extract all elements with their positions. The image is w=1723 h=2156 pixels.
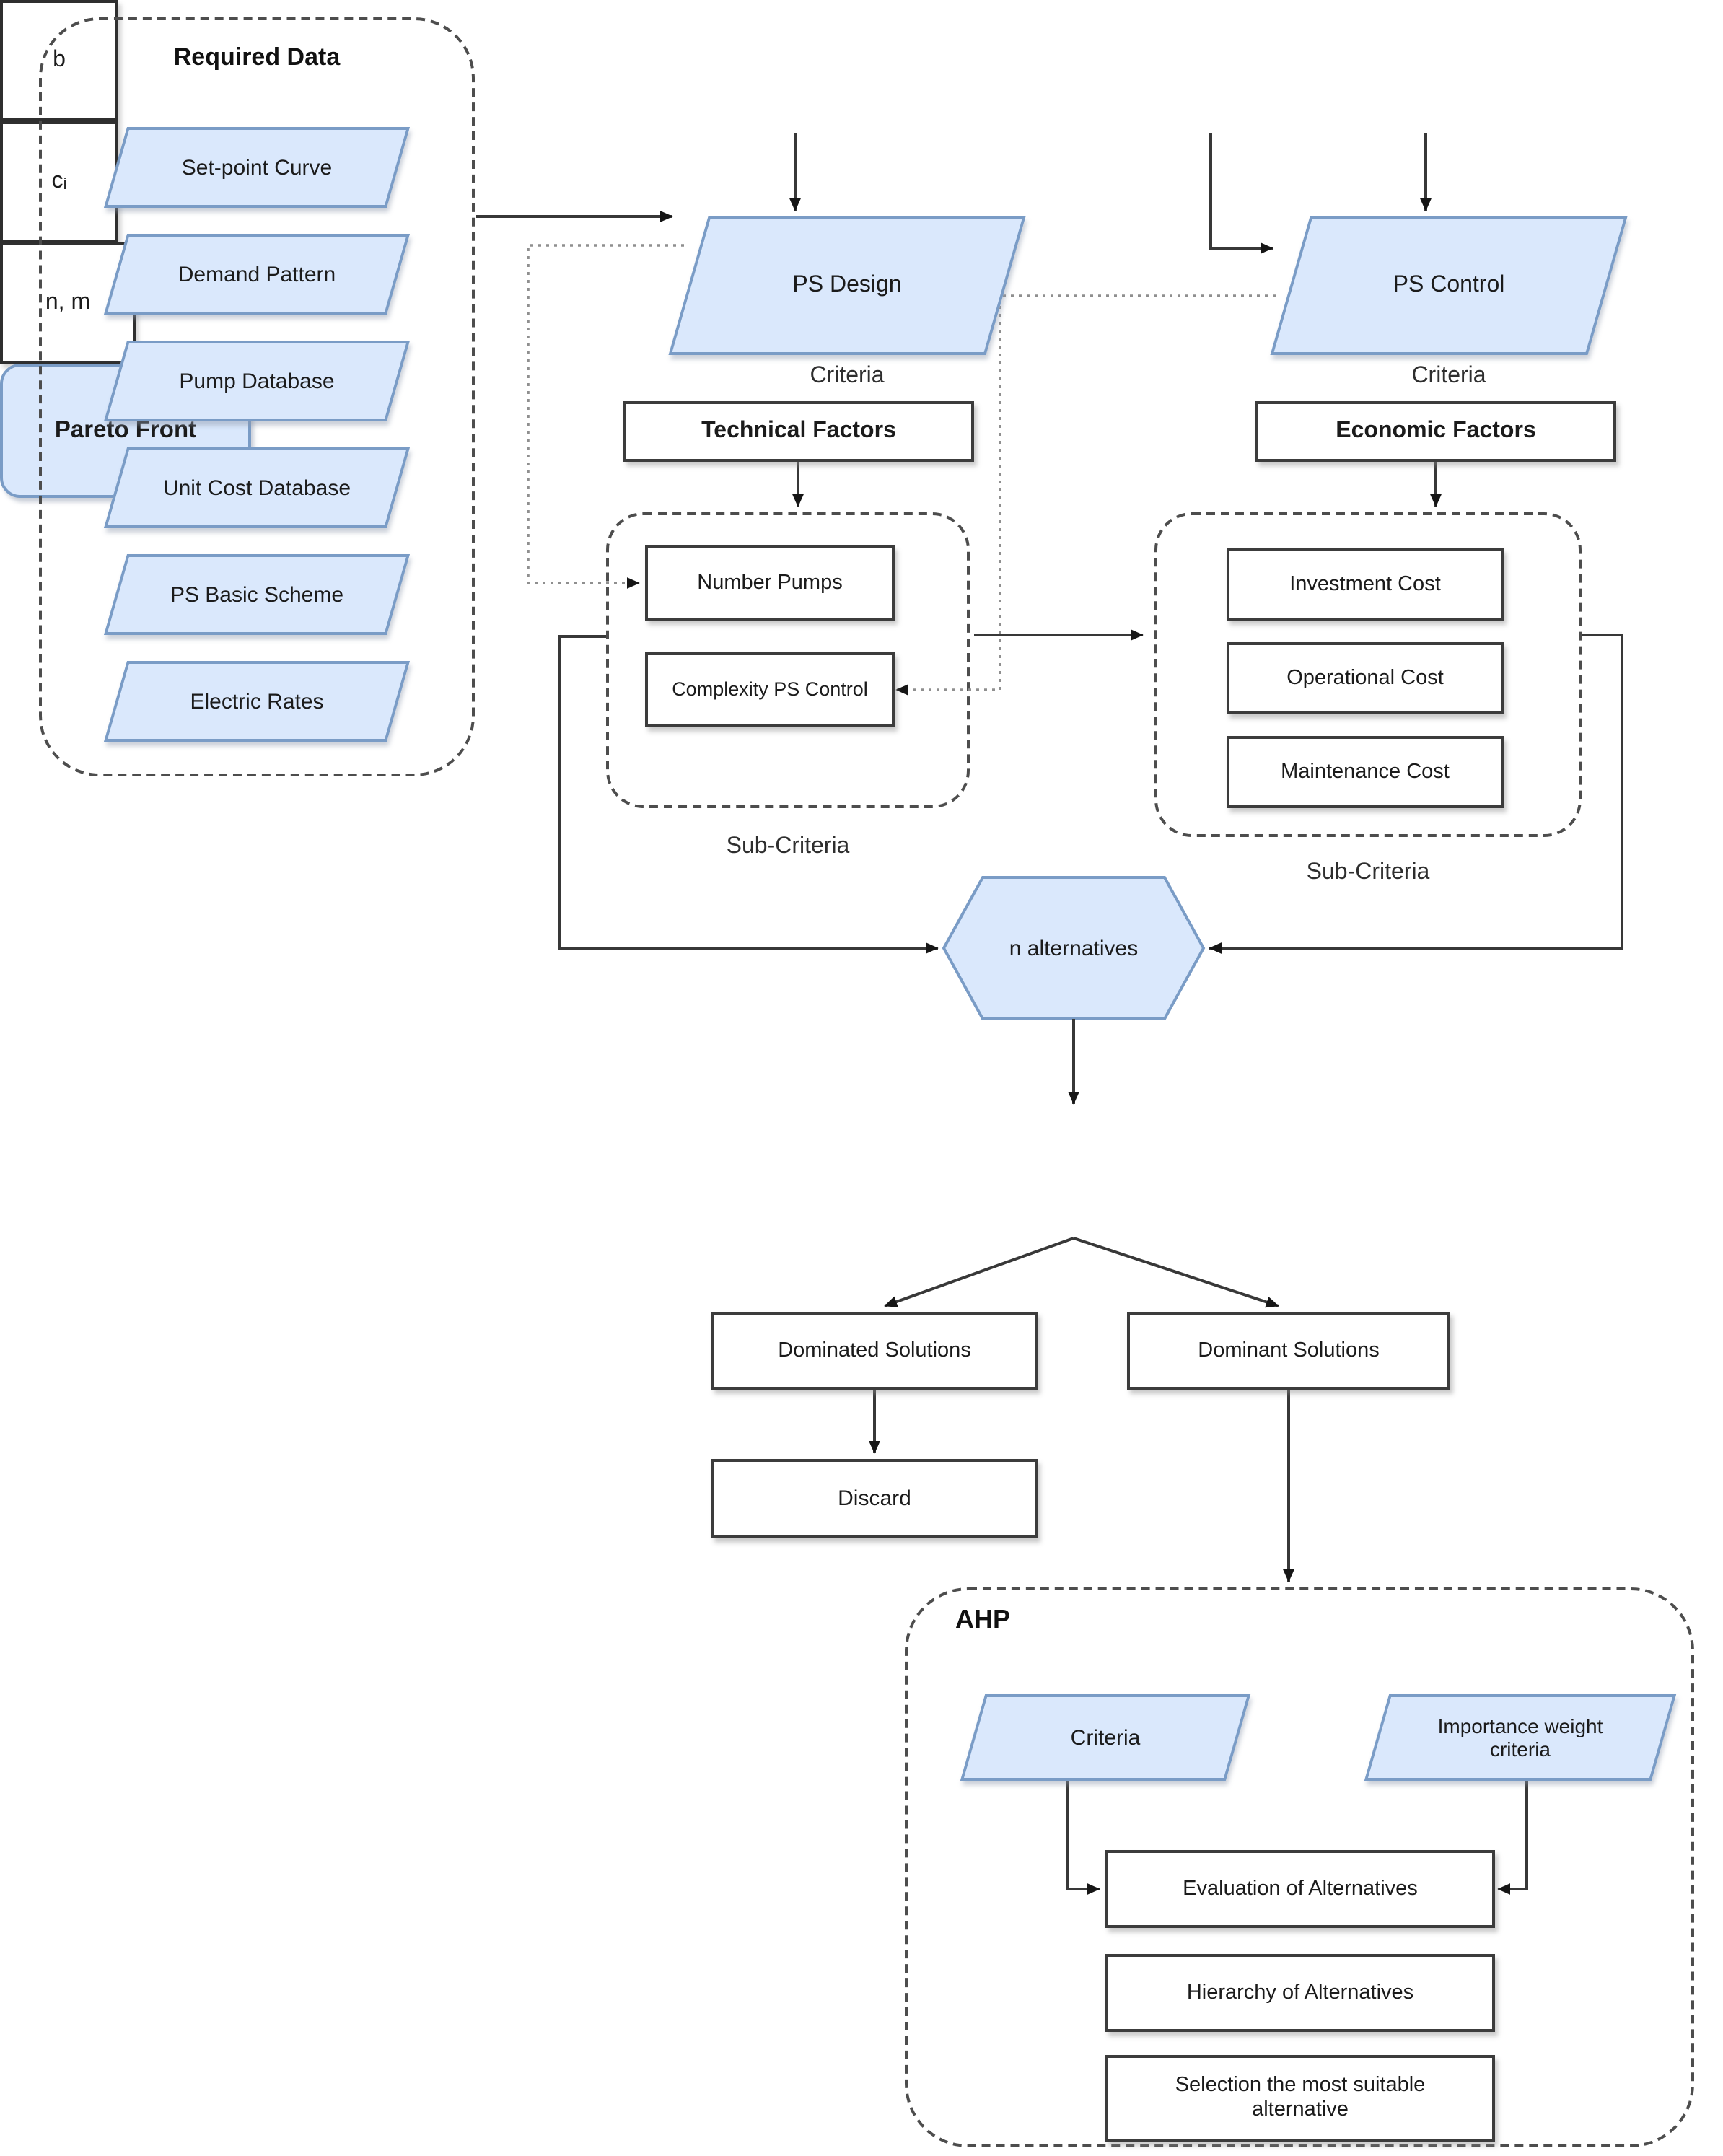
box-evaluation-of-alternatives: Evaluation of Alternatives: [1105, 1850, 1495, 1928]
connector-design-sub-to-alternatives: [558, 635, 939, 954]
connector-weights-to-evaluation: [1497, 1781, 1528, 1895]
design-subcriteria-container: [606, 512, 970, 808]
data-item-set-point-curve: Set-point Curve: [95, 127, 418, 208]
box-hierarchy-of-alternatives: Hierarchy of Alternatives: [1105, 1954, 1495, 2032]
box-investment-cost: Investment Cost: [1227, 548, 1504, 621]
connector-criteria-to-evaluation: [1066, 1781, 1100, 1895]
connector-economic-sub-to-alternatives: [1209, 634, 1623, 954]
feedback-ps-design-to-number-pumps: [527, 244, 684, 589]
box-discard: Discard: [711, 1459, 1038, 1538]
box-technical-factors: Technical Factors: [623, 401, 974, 462]
connector-pareto-to-dominated: [884, 1237, 1074, 1307]
economic-subcriteria-container: [1154, 512, 1582, 837]
connector-ci-to-ps-control: [1209, 133, 1273, 254]
n-alternatives-hexagon: [942, 876, 1206, 1020]
label-subcriteria-design: Sub-Criteria: [726, 834, 850, 859]
node-ps-control: PS Control: [1270, 216, 1628, 355]
box-economic-factors: Economic Factors: [1255, 401, 1616, 462]
box-dominated-solutions: Dominated Solutions: [711, 1312, 1038, 1390]
data-item-pump-database: Pump Database: [95, 341, 418, 421]
label-criteria-control: Criteria: [1411, 364, 1486, 388]
data-item-unit-cost-database: Unit Cost Database: [95, 447, 418, 528]
box-operational-cost: Operational Cost: [1227, 642, 1504, 714]
node-ahp-criteria: Criteria: [952, 1694, 1258, 1781]
input-nm-box: n, m: [0, 242, 136, 364]
data-item-electric-rates: Electric Rates: [95, 661, 418, 742]
label-subcriteria-economic: Sub-Criteria: [1306, 860, 1430, 885]
connector-pareto-to-dominant: [1073, 1237, 1279, 1308]
box-selection-most-suitable: Selection the most suitable alternative: [1105, 2055, 1495, 2142]
box-complexity-ps-control: Complexity PS Control: [645, 652, 895, 727]
ahp-container: [905, 1587, 1694, 2147]
box-dominant-solutions: Dominant Solutions: [1127, 1312, 1450, 1390]
node-n-alternatives: n alternatives: [1009, 936, 1139, 960]
node-importance-weight-criteria: Importance weight criteria: [1356, 1694, 1684, 1781]
node-ps-design: PS Design: [668, 216, 1026, 355]
label-criteria-design: Criteria: [810, 364, 885, 388]
required-data-container: [39, 17, 475, 776]
ahp-title: AHP: [955, 1605, 1011, 1634]
box-number-pumps: Number Pumps: [645, 545, 895, 621]
box-maintenance-cost: Maintenance Cost: [1227, 736, 1504, 808]
required-data-title: Required Data: [173, 43, 341, 71]
data-item-ps-basic-scheme: PS Basic Scheme: [95, 554, 418, 635]
feedback-ps-control-to-complexity: [895, 294, 1276, 696]
data-item-demand-pattern: Demand Pattern: [95, 234, 418, 315]
